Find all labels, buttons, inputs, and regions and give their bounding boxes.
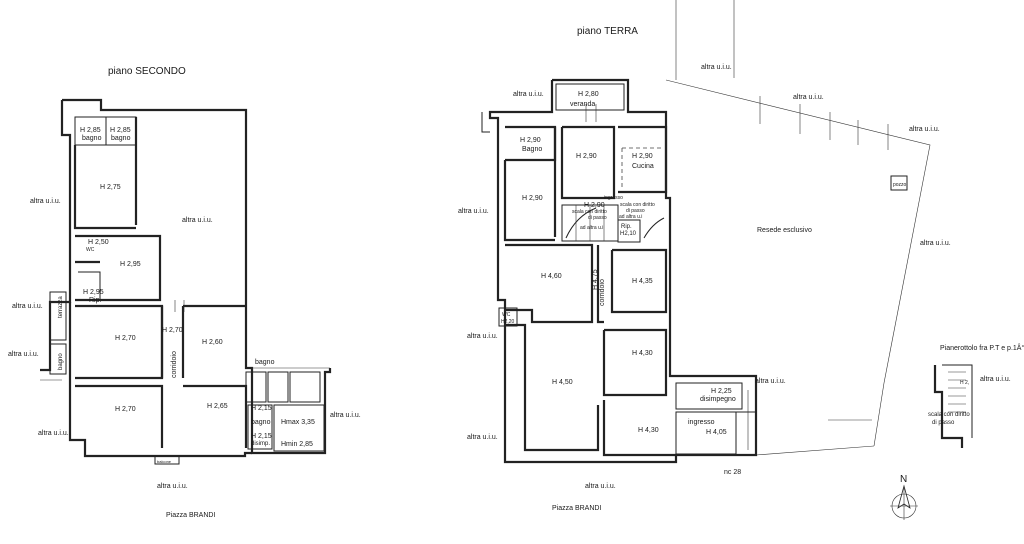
neighbour-label: altra u.i.u.	[920, 240, 951, 247]
house-number: nc 28	[724, 469, 741, 476]
neighbour-label: altra u.i.u.	[458, 208, 489, 215]
neighbour-label: altra u.i.u.	[980, 376, 1011, 383]
room-name: Rip.	[621, 224, 632, 230]
landing-detail	[933, 364, 973, 448]
room-name: disimp.	[251, 441, 270, 447]
neighbour-label: altra u.i.u.	[513, 91, 544, 98]
well-label: pozzo	[893, 182, 907, 188]
room-height: H 2,90	[576, 153, 597, 160]
neighbour-label: altra u.i.u.	[585, 483, 616, 490]
neighbour-label: altra u.i.u.	[467, 434, 498, 441]
ground-floor-plan	[481, 0, 931, 464]
neighbour-label: altra u.i.u.	[755, 378, 786, 385]
room-height: H 2,60	[202, 339, 223, 346]
stair-note: di passo	[626, 208, 645, 214]
room-name: Rip.	[89, 297, 102, 304]
room-name: Cucina	[632, 163, 654, 170]
title-landing: Pianerottolo fra P.T e p.1Â°	[940, 343, 1024, 352]
room-height: H 2,95	[120, 261, 141, 268]
neighbour-label: altra u.i.u.	[8, 351, 39, 358]
room-height: H 2,15	[251, 433, 272, 440]
room-name: bagno	[255, 359, 275, 366]
neighbour-label: altra u.i.u.	[30, 198, 61, 205]
second-floor-plan	[40, 98, 332, 465]
room-height: H 2,90	[520, 137, 541, 144]
room-height: H 2,80	[578, 91, 599, 98]
room-height: H 4,50	[552, 379, 573, 386]
room-height: H 4,30	[638, 427, 659, 434]
neighbour-label: altra u.i.u.	[182, 217, 213, 224]
room-height: H 2,90	[632, 153, 653, 160]
title-ground: piano TERRA	[577, 26, 638, 37]
room-name: bagno	[251, 419, 271, 426]
north-label: N	[900, 474, 907, 485]
stair-note: di passo	[588, 215, 607, 221]
landing-height: H 2,	[960, 380, 969, 386]
area-name: Resede esclusivo	[757, 227, 812, 234]
room-height: H 2,75	[100, 184, 121, 191]
landing-note: di passo	[932, 420, 955, 426]
room-height: H 2,70	[115, 406, 136, 413]
room-height: H 2,85	[80, 127, 101, 134]
north-arrow	[890, 484, 918, 520]
room-height: H 4,75	[592, 269, 599, 290]
room-name: bagno	[82, 135, 102, 142]
stair-note: scala con diritto	[572, 209, 607, 215]
room-height: H 2,65	[207, 403, 228, 410]
room-height: H 2,50	[88, 239, 109, 246]
room-name: bagno	[58, 353, 64, 370]
street-label-ground: Piazza BRANDI	[552, 505, 601, 512]
room-name: bagno	[111, 135, 131, 142]
room-name: Bagno	[522, 146, 542, 153]
neighbour-label: altra u.i.u.	[467, 333, 498, 340]
room-height: Hmin 2,85	[281, 441, 313, 448]
room-name: terrazza	[58, 296, 64, 318]
stair-note: ingresso	[604, 195, 623, 201]
stair-note: scala con diritto	[620, 202, 655, 208]
room-height: H 2,90	[584, 202, 605, 209]
room-height: H 2,25	[711, 388, 732, 395]
room-height: H 4,35	[632, 278, 653, 285]
room-name: ingresso	[688, 419, 715, 426]
room-name: veranda	[570, 101, 595, 108]
room-height: H2,20	[501, 319, 515, 325]
neighbour-label: altra u.i.u.	[701, 64, 732, 71]
street-label-second: Piazza BRANDI	[166, 512, 215, 519]
room-height: H 4,05	[706, 429, 727, 436]
neighbour-label: altra u.i.u.	[793, 94, 824, 101]
room-name: corridoio	[599, 279, 606, 306]
room-height: H 2,70	[115, 335, 136, 342]
room-name: WC	[86, 247, 95, 253]
room-height: H 2,90	[522, 195, 543, 202]
room-height: H 2,70	[162, 327, 183, 334]
room-name: balcone	[157, 459, 172, 464]
room-name: corridoio	[171, 351, 178, 378]
neighbour-label: altra u.i.u.	[330, 412, 361, 419]
title-second: piano SECONDO	[108, 66, 186, 77]
room-height: H 2,85	[110, 127, 131, 134]
room-name: disimpegno	[700, 396, 736, 403]
stair-note: ad altra u.i	[619, 214, 642, 220]
neighbour-label: altra u.i.u.	[157, 483, 188, 490]
neighbour-label: altra u.i.u.	[909, 126, 940, 133]
room-height: H 4,30	[632, 350, 653, 357]
room-name: WC	[502, 312, 511, 318]
room-height: H 2,15	[251, 405, 272, 412]
neighbour-label: altra u.i.u.	[38, 430, 69, 437]
stair-note: ad altra u.i	[580, 225, 603, 231]
room-height: H 2,95	[83, 289, 104, 296]
neighbour-label: altra u.i.u.	[12, 303, 43, 310]
landing-note: scala con diritto	[928, 412, 970, 418]
room-height: H 4,60	[541, 273, 562, 280]
room-height: H2,10	[620, 231, 637, 237]
room-height: Hmax 3,35	[281, 419, 315, 426]
